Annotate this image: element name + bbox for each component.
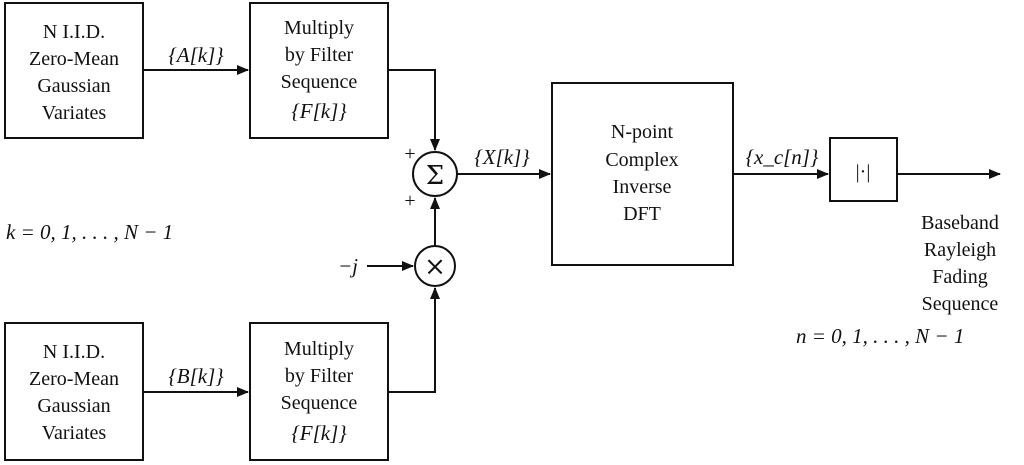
idft-line-4: DFT [623, 203, 661, 225]
gaussian-source-bottom-box [4, 322, 144, 461]
gauss-top-line-2: Zero-Mean [29, 48, 119, 70]
filter-top-box [249, 2, 389, 139]
idft-line-2: Complex [605, 149, 678, 171]
k-range-label: k = 0, 1, . . . , N − 1 [6, 220, 173, 244]
gauss-top-line-3: Gaussian [37, 75, 110, 97]
output-line-1: Baseband [921, 212, 999, 234]
filter-bottom-line-4: {F[k]} [291, 421, 347, 445]
wire-filter-top-to-sum [388, 69, 440, 151]
magnitude-box [829, 137, 898, 202]
signal-x-k: {X[k]} [474, 145, 530, 169]
gauss-bottom-line-4: Variates [42, 422, 107, 444]
output-line-3: Fading [932, 266, 988, 288]
filter-top-line-3: Sequence [281, 71, 358, 93]
gauss-bottom-line-1: N I.I.D. [43, 341, 105, 363]
idft-line-1: N-point [611, 121, 674, 143]
wire-filter-bottom-to-multiplier [388, 287, 440, 393]
gauss-bottom-line-2: Zero-Mean [29, 368, 119, 390]
sum-plus-bottom: + [404, 190, 415, 212]
gaussian-source-top-box [4, 2, 144, 139]
gauss-top-line-4: Variates [42, 102, 107, 124]
sum-plus-top: + [404, 143, 415, 165]
signal-a-k: {A[k]} [168, 43, 224, 67]
gauss-bottom-line-3: Gaussian [37, 395, 110, 417]
magnitude-label: |·| [856, 161, 871, 183]
n-range-label: n = 0, 1, . . . , N − 1 [796, 324, 964, 348]
filter-bottom-line-1: Multiply [284, 338, 354, 360]
sum-symbol: Σ [426, 161, 444, 191]
gauss-top-line-1: N I.I.D. [43, 21, 105, 43]
output-line-4: Sequence [922, 293, 999, 315]
multiply-symbol: × [424, 252, 446, 282]
idft-box [551, 82, 734, 266]
filter-top-line-1: Multiply [284, 17, 354, 39]
signal-b-k: {B[k]} [168, 364, 224, 388]
idft-line-3: Inverse [613, 176, 672, 198]
signal-xc-n: {x_c[n]} [746, 145, 819, 169]
filter-top-line-4: {F[k]} [291, 99, 347, 123]
filter-bottom-line-3: Sequence [281, 392, 358, 414]
output-line-2: Rayleigh [924, 239, 996, 261]
filter-bottom-box [249, 322, 389, 461]
filter-top-line-2: by Filter [285, 44, 354, 66]
signal-minus-j: −j [338, 254, 358, 278]
filter-bottom-line-2: by Filter [285, 365, 354, 387]
